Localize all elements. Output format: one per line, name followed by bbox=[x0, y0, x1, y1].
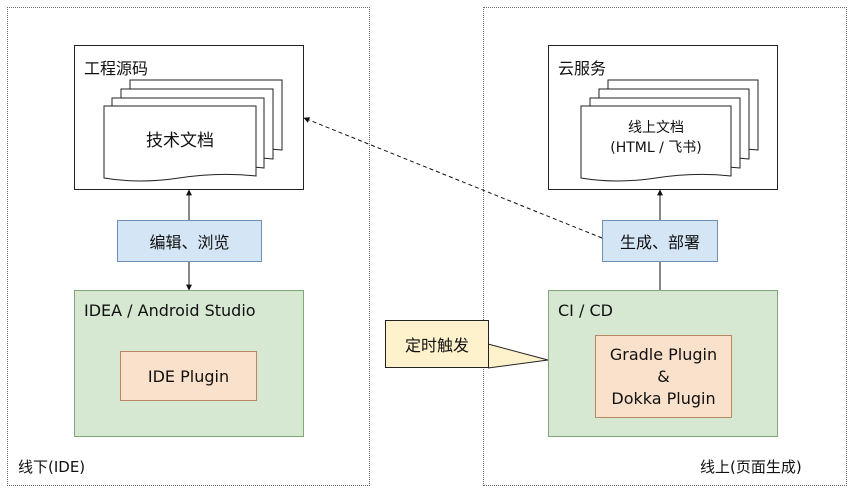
source-code-box bbox=[74, 45, 304, 190]
cloud-service-title: 云服务 bbox=[558, 59, 607, 78]
gradle-dokka-plugin-box: Gradle Plugin & Dokka Plugin bbox=[595, 335, 732, 418]
source-doc-stack bbox=[103, 79, 283, 182]
offline-region bbox=[7, 7, 370, 486]
trigger-callout-pointer bbox=[487, 343, 549, 369]
ide-plugin-box: IDE Plugin bbox=[120, 351, 257, 401]
cloud-doc-line1: 线上文档 bbox=[628, 120, 684, 136]
generate-deploy-label: 生成、部署 bbox=[619, 233, 700, 252]
ide-title: IDEA / Android Studio bbox=[84, 301, 256, 320]
gradle-plugin-label: Gradle Plugin bbox=[609, 344, 718, 364]
source-code-title: 工程源码 bbox=[84, 59, 149, 78]
dokka-plugin-label: Dokka Plugin bbox=[611, 388, 716, 408]
cloud-doc-label: 线上文档 (HTML / 飞书) bbox=[581, 114, 731, 162]
edit-browse-label: 编辑、浏览 bbox=[149, 233, 230, 252]
plugin-ampersand: & bbox=[657, 366, 670, 386]
ide-plugin-label: IDE Plugin bbox=[147, 366, 230, 386]
offline-region-label: 线下(IDE) bbox=[18, 458, 86, 476]
ci-cd-title: CI / CD bbox=[558, 301, 613, 320]
cloud-doc-stack bbox=[580, 79, 759, 182]
scheduled-trigger-callout: 定时触发 bbox=[385, 320, 489, 368]
edit-browse-box: 编辑、浏览 bbox=[117, 220, 262, 262]
cloud-service-box bbox=[548, 45, 778, 190]
cloud-doc-line2: (HTML / 飞书) bbox=[610, 140, 702, 156]
online-region-label: 线上(页面生成) bbox=[700, 458, 802, 476]
source-doc-label: 技术文档 bbox=[146, 130, 214, 151]
scheduled-trigger-label: 定时触发 bbox=[404, 336, 469, 355]
arrow-deploy-to-source-dashed bbox=[303, 117, 603, 239]
generate-deploy-box: 生成、部署 bbox=[602, 220, 718, 262]
online-region bbox=[483, 7, 847, 486]
